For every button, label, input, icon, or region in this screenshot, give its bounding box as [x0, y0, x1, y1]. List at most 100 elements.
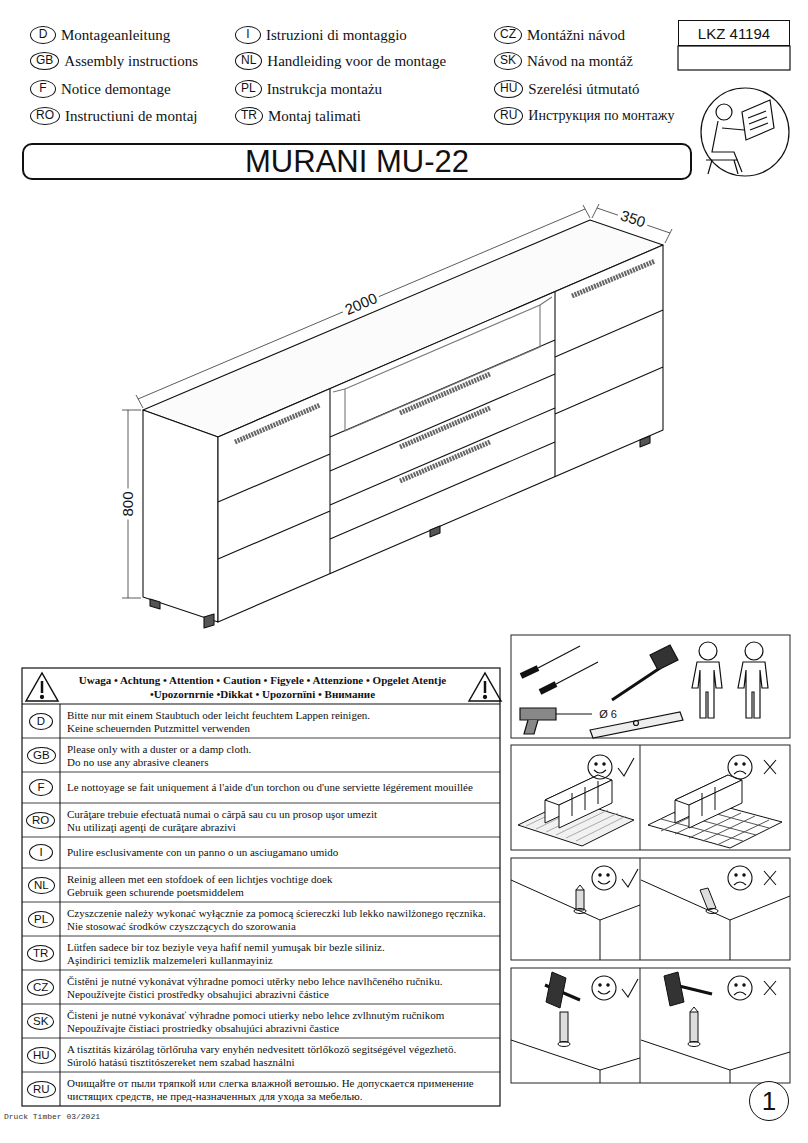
smiley-marks-part [764, 981, 776, 995]
decor-handles [235, 261, 655, 481]
language-name: Notice demontage [61, 80, 171, 98]
language-oval: RUИнструкция по монтажу [494, 107, 523, 125]
cleaning-note: Gebruik geen schurende poetsmiddelem [67, 886, 495, 899]
language-name: Szerelési útmutató [528, 80, 639, 98]
tools-drawing [520, 642, 768, 738]
language-name: Montážni návod [527, 26, 625, 44]
floor-drawing-part [702, 787, 715, 816]
dimension-label: 350 [616, 206, 651, 231]
tools-drawing-part [692, 662, 722, 718]
tools-drawing-part [738, 662, 768, 718]
sideboard-drawing-part [554, 292, 555, 477]
language-oval: PLInstrukcja montażu [235, 80, 262, 98]
smiley-marks-part [598, 881, 610, 884]
language-code: I [241, 27, 255, 43]
reader-icon-part [742, 100, 774, 140]
smiley-marks-part [735, 874, 737, 876]
language-name: Instructiuni de montaj [65, 107, 197, 125]
warning-triangles-part [41, 681, 44, 693]
sideboard-drawing-part [345, 305, 540, 431]
language-oval: FLe nottoyage se fait uniquement á l'aid… [29, 779, 53, 796]
smiley-marks-part [607, 874, 609, 876]
language-code: SK [500, 53, 516, 69]
smiley-marks-part [592, 866, 616, 890]
language-code: NL [241, 53, 256, 69]
language-code: HU [500, 81, 517, 97]
dimension-lines-part [122, 598, 141, 599]
dimension-lines-part [136, 395, 143, 408]
dowel-drawing-part [546, 972, 566, 1008]
title-box: MURANI MU-22 [22, 143, 692, 180]
dowel-drawing-part [690, 1012, 698, 1042]
smiley-marks-part [603, 763, 605, 765]
dimension-lines-part [665, 229, 672, 243]
instruction-cell: Le nottoyage se fait uniquement á l'aide… [67, 781, 495, 794]
language-oval: NLReinig alleen met een stofdoek of een … [28, 877, 55, 894]
smiley-marks-part [743, 763, 745, 765]
reader-icon-part [722, 128, 744, 130]
language-name: Montaj talimati [268, 107, 361, 125]
instruction-cell: Čistěni je nutné vykonávat výhradne pomo… [67, 975, 495, 1001]
panel-frames-part [511, 968, 790, 1083]
dowel-drawing-part [730, 920, 731, 960]
dimension-lines-part [138, 209, 585, 399]
smiley-marks-part [607, 984, 609, 986]
instruction-cell: Czyszczenie należy wykonać wyłącznie za … [67, 907, 495, 933]
smiley-marks-part [743, 984, 745, 986]
cleaning-note: Súroló hatású tisztitószereket nem szaba… [67, 1056, 495, 1069]
decor-handles-part [572, 261, 655, 296]
language-code: PL [241, 81, 256, 97]
warning-header-box: Uwaga • Achtung • Attention • Caution • … [70, 671, 455, 702]
language-code: RO [36, 108, 54, 124]
dowel-drawing-part [706, 909, 718, 914]
table-rule [22, 772, 500, 773]
reader-icon [701, 88, 789, 176]
language-code: PL [34, 912, 48, 927]
sideboard-drawing-part [555, 310, 663, 357]
smiley-marks-part [622, 869, 638, 887]
panel-frames-part [640, 745, 641, 850]
sideboard-drawing-part [218, 245, 663, 622]
language-oval: PLCzyszczenie należy wykonać wyłącznie z… [28, 911, 54, 928]
sideboard-drawing [143, 220, 663, 628]
dowel-drawing-part [730, 1070, 731, 1083]
panel-frames-part [511, 635, 790, 738]
smiley-marks-part [728, 755, 752, 779]
dowel-drawing-part [641, 880, 790, 920]
panel-frames-part [640, 968, 641, 1083]
smiley-marks [588, 755, 776, 1000]
instruction-cell: Reinig alleen met een stofdoek of een li… [67, 873, 495, 899]
language-oval: GBPlease only with a duster or a damp cl… [27, 747, 56, 764]
sideboard-drawing-part [143, 410, 218, 622]
language-code: RU [500, 108, 517, 124]
cleaning-note: Le nottoyage se fait uniquement á l'aide… [67, 781, 495, 794]
instruction-cell: Curăţare trebuie efectuată numai o cârpă… [67, 808, 495, 834]
language-code: I [35, 845, 47, 860]
smiley-marks-part [735, 984, 737, 986]
sideboard-drawing-part [430, 526, 440, 537]
dimension-lines [122, 204, 672, 598]
smiley-marks-part [599, 984, 601, 986]
table-rule [22, 902, 500, 903]
language-oval: HUSzerelési útmutató [494, 80, 523, 98]
dowel-drawing-part [576, 885, 584, 890]
tools-drawing-part [520, 708, 556, 720]
dowel-drawing-part [664, 972, 684, 1006]
warning-triangles-part [484, 696, 487, 699]
tools-drawing-part [745, 642, 763, 660]
sideboard-drawing-part [329, 389, 330, 574]
tools-drawing-part [650, 645, 678, 670]
dowel-drawing-part [574, 909, 586, 914]
warning-triangles-part [41, 696, 44, 699]
table-rule [22, 1038, 500, 1039]
dowel-drawing-part [641, 1040, 790, 1070]
table-rule [22, 1004, 500, 1005]
language-oval: NLHandleiding voor de montage [235, 52, 262, 70]
sideboard-drawing-part [333, 389, 345, 392]
sideboard-drawing-part [150, 599, 160, 609]
smiley-marks-part [592, 976, 616, 1000]
language-name: Istruzioni di montaggio [266, 26, 407, 44]
smiley-marks-part [764, 760, 776, 774]
print-note: Druck Timber 03/2021 [4, 1112, 100, 1121]
table-rule [22, 704, 500, 705]
